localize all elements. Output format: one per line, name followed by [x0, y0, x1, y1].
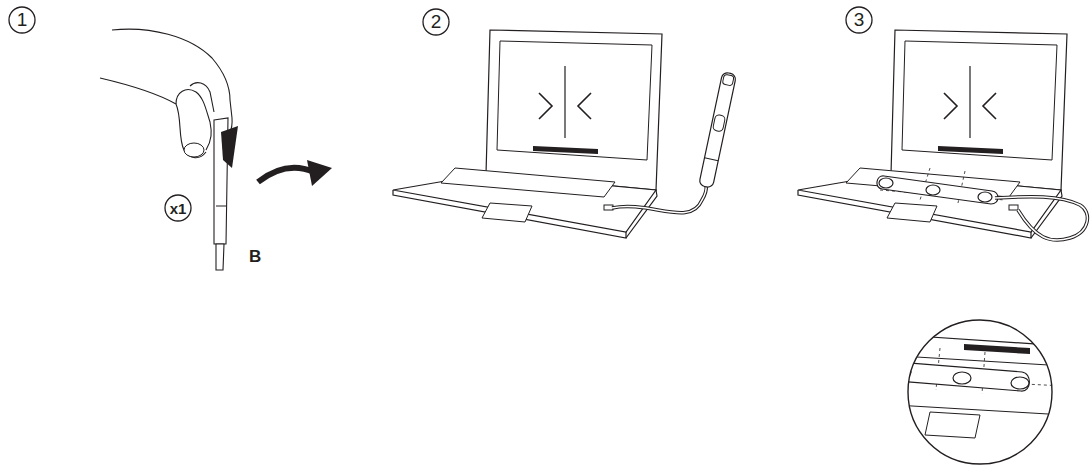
- step-number: x1: [170, 200, 187, 217]
- laptop: [798, 30, 1067, 238]
- step-circle: 2: [422, 8, 450, 36]
- step-number: 1: [17, 9, 28, 31]
- step-circle: x1: [164, 194, 192, 222]
- device-on-cable: [612, 72, 736, 213]
- step-circle: 3: [845, 6, 873, 34]
- hand-with-cable: [100, 29, 238, 270]
- device-on-keyboard: [877, 168, 1088, 240]
- part-label: B: [249, 247, 261, 267]
- zoom-detail: [889, 310, 1065, 465]
- step-circle: 1: [8, 6, 36, 34]
- step-arrow: [258, 160, 332, 186]
- step-number: 3: [854, 9, 865, 31]
- step-number: 2: [431, 11, 442, 33]
